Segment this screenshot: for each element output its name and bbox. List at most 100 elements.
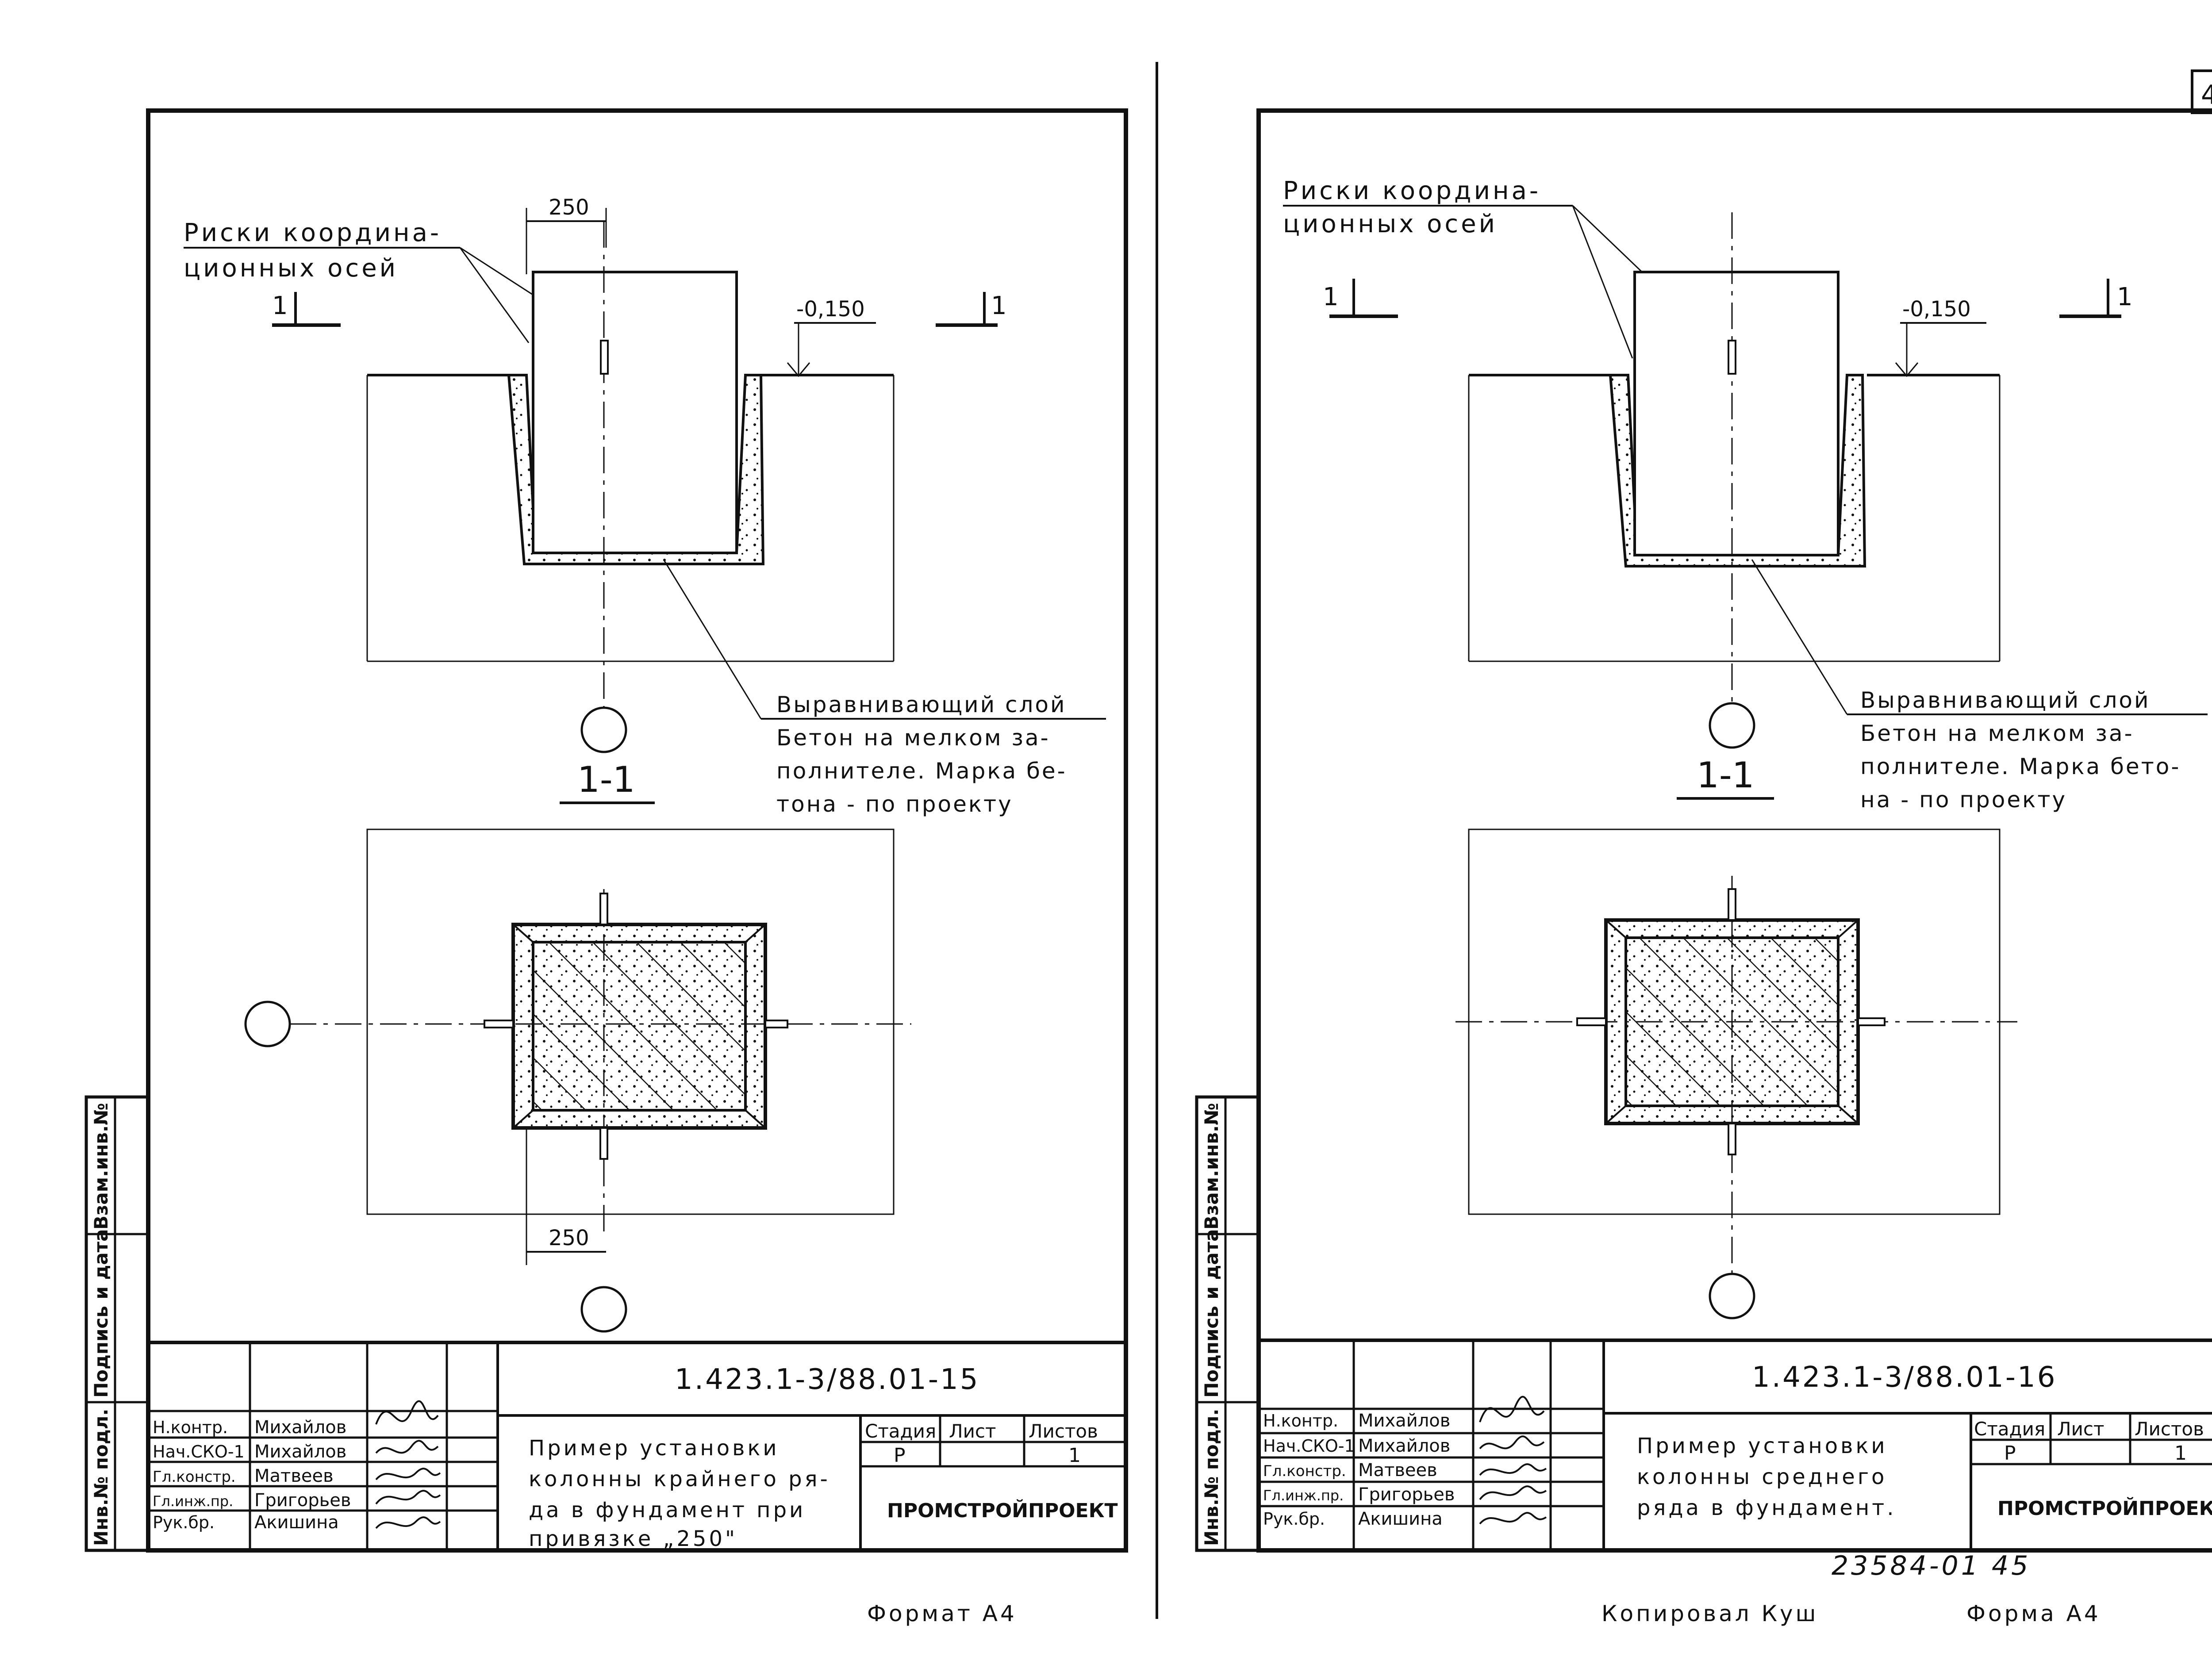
stage-header: Стадия [865, 1420, 936, 1442]
foundation-section [366, 221, 895, 753]
archive-stamp-number: 23584-01 45 [1832, 1550, 2031, 1581]
title-line-3: ряда в фундамент. [1637, 1496, 1897, 1520]
side-stamp: Взам.инв.№ Подпись и дата Инв.№ подл. [1195, 1095, 1260, 1552]
leveling-layer-line-2: полнителе. Марка бе- [776, 758, 1067, 784]
section-marker-right: 1 [2059, 279, 2133, 318]
svg-text:1: 1 [1323, 283, 1339, 311]
section-marker-left: 1 [1323, 279, 1398, 318]
marks-callout-line1: Риски координа- [1283, 176, 1541, 205]
elevation-mark: -0,150 [1895, 297, 1986, 377]
name-2: Михайлов [1358, 1436, 1450, 1456]
sheets-header: Листов [2135, 1418, 2204, 1440]
title-line-3: да в фундамент при [529, 1498, 806, 1522]
section-marker-left: 1 [272, 291, 341, 327]
signature [1479, 1512, 1547, 1525]
inv-original-label: Инв.№ подл. [90, 1409, 112, 1546]
name-4: Григорьев [254, 1490, 351, 1511]
signature [375, 1468, 441, 1480]
svg-text:-0,150: -0,150 [796, 297, 865, 322]
dimension-top-value: 250 [549, 195, 589, 220]
elevation-mark: -0,150 [787, 297, 876, 377]
role-5: Рук.бр. [153, 1513, 215, 1532]
marks-callout-line2: ционных осей [1283, 210, 1498, 238]
replace-inv-label: Взам.инв.№ [1201, 1103, 1222, 1230]
title-block: Н.контр. Нач.СКО-1 Гл.констр. Гл.инж.пр.… [146, 1341, 1128, 1552]
title-line-2: колонны крайнего ря- [529, 1467, 830, 1492]
signature [375, 1440, 439, 1454]
page-number: 44 [2201, 80, 2212, 111]
sheets-value: 1 [2174, 1442, 2187, 1465]
role-2: Нач.СКО-1 [1263, 1436, 1355, 1456]
section-title: 1-1 [1697, 755, 1755, 796]
role-5: Рук.бр. [1263, 1509, 1325, 1529]
leveling-layer-line-3: на - по проекту [1860, 787, 2067, 813]
title-block: Н.контр. Нач.СКО-1 Гл.констр. Гл.инж.пр.… [1257, 1338, 2212, 1552]
role-3: Гл.констр. [153, 1468, 236, 1486]
name-5: Акишина [1358, 1509, 1443, 1529]
leveling-layer-line-1: Бетон на мелком за- [776, 725, 1050, 751]
plan-view [1455, 828, 2017, 1319]
leveling-layer-title: Выравнивающий слой [1860, 687, 2151, 713]
role-3: Гл.констр. [1263, 1462, 1346, 1480]
role-1: Н.контр. [1263, 1411, 1338, 1430]
leveling-layer-title: Выравнивающий слой [776, 692, 1067, 717]
drawing-code: 1.423.1-3/88.01-16 [1752, 1361, 2057, 1394]
marks-callout-line1: Риски координа- [184, 219, 442, 247]
svg-text:1: 1 [2117, 283, 2133, 311]
signature [1479, 1396, 1545, 1423]
signature [375, 1490, 441, 1505]
signature [1479, 1463, 1547, 1476]
title-line-1: Пример установки [1637, 1434, 1888, 1458]
leveling-layer-line-3: тона - по проекту [776, 791, 1013, 817]
role-2: Нач.СКО-1 [153, 1442, 245, 1461]
name-4: Григорьев [1358, 1484, 1455, 1505]
sheet-header: Лист [2057, 1418, 2104, 1440]
leveling-layer-line-2: полнителе. Марка бето- [1860, 754, 2181, 779]
right-sheet: 44 Взам.инв.№ Подпись и дата Инв.№ подл.… [1195, 69, 2212, 1626]
replace-inv-label: Взам.инв.№ [90, 1103, 112, 1230]
signature [375, 1516, 441, 1529]
side-stamp: Взам.инв.№ Подпись и дата Инв.№ подл. [84, 1095, 150, 1552]
name-3: Матвеев [254, 1466, 334, 1486]
sheet-header: Лист [949, 1420, 996, 1442]
title-line-2: колонны среднего [1637, 1465, 1887, 1489]
format-label: Форма А4 [1966, 1601, 2101, 1626]
marks-callout-line2: ционных осей [184, 254, 398, 283]
page-number-box [2191, 69, 2212, 114]
drawing-code: 1.423.1-3/88.01-15 [675, 1363, 979, 1396]
signature [1479, 1485, 1547, 1500]
title-line-1: Пример установки [529, 1436, 780, 1461]
name-5: Акишина [254, 1512, 339, 1533]
name-3: Матвеев [1358, 1460, 1437, 1480]
stage-header: Стадия [1974, 1418, 2045, 1440]
sign-date-label: Подпись и дата [1201, 1229, 1222, 1398]
name-1: Михайлов [1358, 1411, 1450, 1431]
axis-bubble [1709, 702, 1755, 749]
title-line-4: привязке „250" [529, 1526, 737, 1551]
organization: ПРОМСТРОЙПРОЕКТ [1997, 1496, 2212, 1520]
axis-bubble [580, 706, 627, 753]
left-sheet: Взам.инв.№ Подпись и дата Инв.№ подл. Ри… [84, 108, 1128, 1626]
role-1: Н.контр. [153, 1418, 228, 1437]
organization: ПРОМСТРОЙПРОЕКТ [887, 1499, 1118, 1522]
role-4: Гл.инж.пр. [1263, 1487, 1344, 1504]
sheets-header: Листов [1029, 1420, 1098, 1442]
foundation-section [1468, 212, 2001, 749]
inv-original-label: Инв.№ подл. [1201, 1409, 1222, 1546]
signature [1479, 1435, 1545, 1450]
svg-text:1: 1 [272, 291, 288, 320]
format-label: Формат А4 [867, 1601, 1017, 1626]
stage-value: Р [894, 1444, 906, 1467]
dimension-bottom-value: 250 [549, 1226, 589, 1250]
stage-value: Р [2004, 1442, 2016, 1465]
sheets-value: 1 [1068, 1444, 1081, 1467]
svg-text:1: 1 [991, 291, 1007, 320]
section-title: 1-1 [577, 759, 635, 800]
name-1: Михайлов [254, 1417, 346, 1438]
svg-text:-0,150: -0,150 [1902, 297, 1971, 322]
leveling-layer-line-1: Бетон на мелком за- [1860, 721, 2134, 746]
role-4: Гл.инж.пр. [153, 1493, 233, 1510]
section-marker-right: 1 [936, 291, 1007, 327]
signature [375, 1400, 439, 1425]
